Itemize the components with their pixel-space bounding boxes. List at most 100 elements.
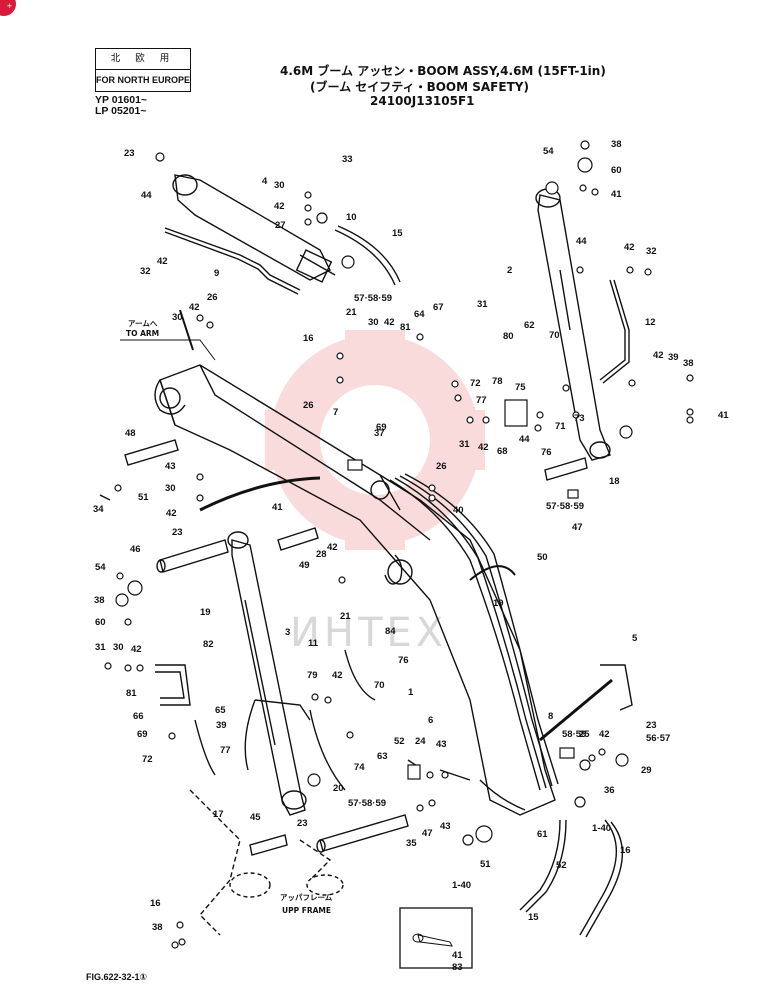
callout: 30 [113,642,124,653]
callout: 29 [641,765,652,776]
callout: 18 [609,476,620,487]
callout: 34 [93,504,104,515]
callout: 42 [599,729,610,740]
callout: 42 [478,442,489,453]
callout: 66 [133,711,144,722]
callout: 84 [385,626,396,637]
callout: 69 [137,729,148,740]
pin-47-lower [249,834,288,856]
callout: 71 [555,421,566,432]
callout: 41 [718,410,729,421]
callout: 74 [354,762,365,773]
pipe-66 [155,664,191,706]
callout: 54 [95,562,106,573]
callout: 69 [376,422,387,433]
callout: 17 [213,809,224,820]
callout: 38 [94,595,105,606]
callout: 44 [519,434,530,445]
upp-frame-label-jp: アッパフレーム [280,892,333,902]
callout: 7 [333,407,338,418]
callout: 32 [646,246,657,257]
callout: 23 [297,818,308,829]
pin-47-upper [544,457,588,481]
callout: 42 [189,302,200,313]
callout: 77 [476,395,487,406]
callout: 47 [422,828,433,839]
callout: 44 [141,190,152,201]
callout: 52 [394,736,405,747]
callout: 25 [579,729,590,740]
hose-17 [309,709,346,791]
arm-cylinder [174,174,331,281]
callout: 21 [346,307,357,318]
callout: 42 [327,542,338,553]
callout: 9 [214,268,219,279]
callout: 44 [576,236,587,247]
callout: 23 [124,148,135,159]
callout: 30 [368,317,379,328]
callout: 39 [216,720,227,731]
callout: 51 [480,859,491,870]
pin-49 [277,527,319,551]
callout: 57·58·59 [354,293,392,304]
cable-black [199,476,321,512]
line-art [99,174,633,938]
callout: 62 [524,320,535,331]
pin-45 [319,814,409,852]
hose-69-lower [194,719,216,776]
serial-range-yp: YP 01601~ [95,94,148,106]
pin-48 [124,439,179,466]
callout: 26 [303,400,314,411]
callout: 72 [142,754,153,765]
callout: 57·58·59 [546,501,584,512]
region-label-en: FOR NORTH EUROPE [96,75,191,85]
callout: 43 [440,821,451,832]
upp-frame-label-en: UPP FRAME [282,906,331,915]
callout: 31 [95,642,106,653]
callout: 19 [493,598,504,609]
callout: 81 [400,322,411,333]
callout: 41 [272,502,283,513]
to-arm-label-en: TO ARM [126,329,159,338]
callout: 80 [503,331,514,342]
callout: 4 [262,176,268,187]
callout: 75 [515,382,526,393]
callout: 1-40 [592,823,611,834]
callout: 82 [203,639,214,650]
hose-82 [344,649,376,701]
callout: 5 [632,633,638,644]
callout: 47 [572,522,583,533]
callout: 21 [340,611,351,622]
callout: 52 [556,860,567,871]
callout: 76 [541,447,552,458]
region-label-jp: 北 欧 用 [96,49,190,70]
pipe-9 [164,227,301,291]
callout: 38 [611,139,622,150]
callout: 54 [543,146,554,157]
callout: 28 [316,549,327,560]
callout: 42 [274,201,285,212]
callout: 15 [392,228,403,239]
bracket-23 [600,664,633,711]
cable-black-right [539,678,613,742]
boom-cylinder-left [231,539,306,816]
callout: 42 [166,508,177,519]
callout: 31 [459,439,470,450]
pipe-12 [599,279,626,381]
callout: 41 [611,189,622,200]
callout: 56·57 [646,733,670,744]
callout: 38 [152,922,163,933]
callout: 26 [436,461,447,472]
hose-16-lower [579,819,617,936]
callout: 45 [250,812,261,823]
hardware-items [104,140,694,949]
callout: 48 [125,428,136,439]
callout: 11 [308,638,319,649]
callout: 41 [452,950,463,961]
callout: 40 [453,505,464,516]
upper-frame [189,789,332,936]
callout: 64 [414,309,425,320]
callout: 42 [332,670,343,681]
callout: 16 [620,845,631,856]
